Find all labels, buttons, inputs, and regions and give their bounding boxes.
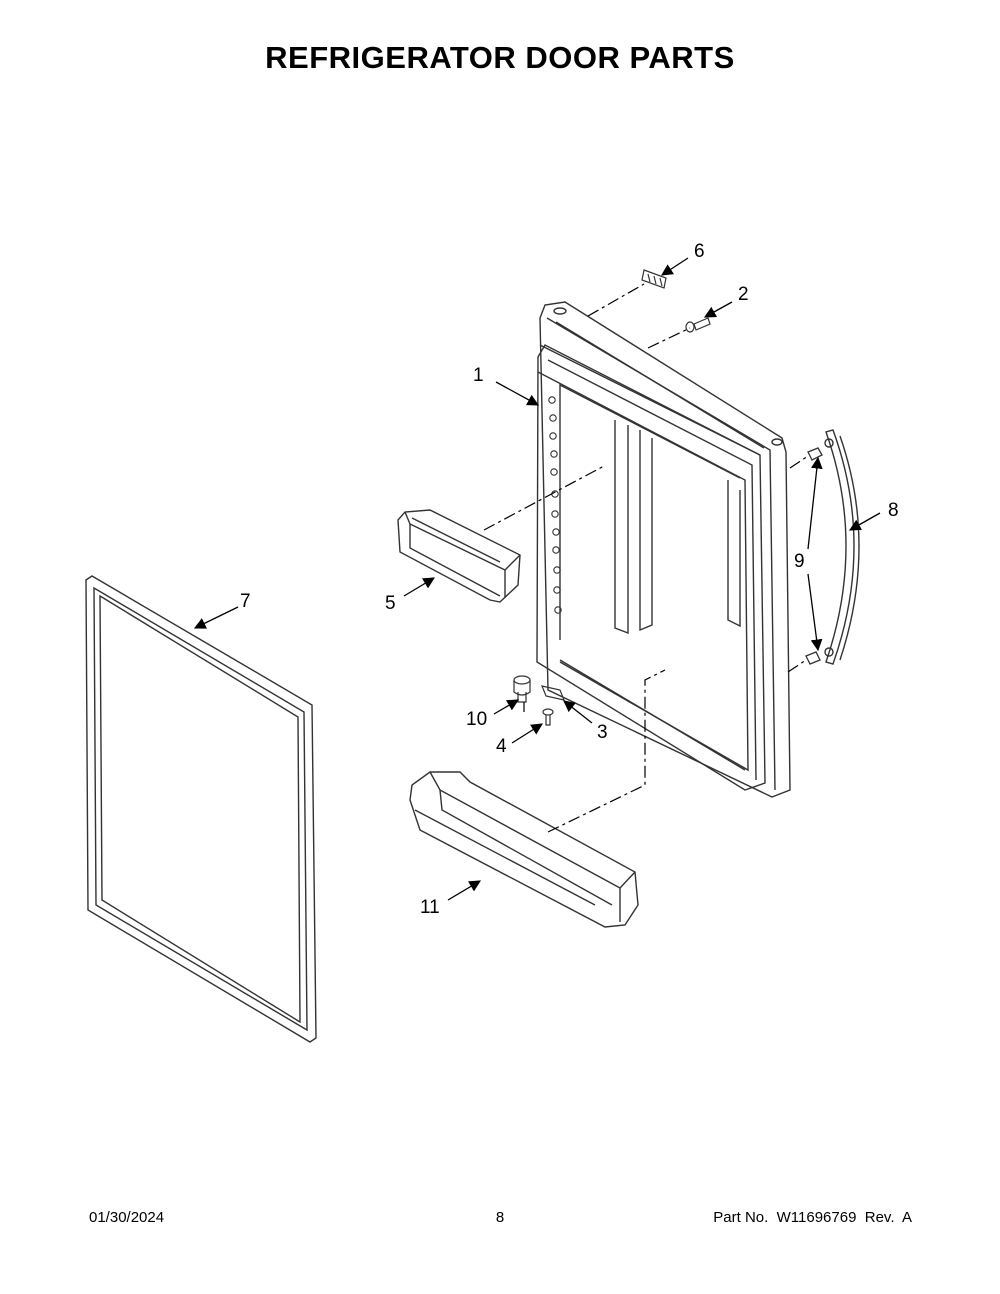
hinge-bushing-part [513, 675, 531, 703]
callout-arrows [193, 257, 881, 901]
handle-stud-parts [805, 447, 823, 665]
footer-page-number: 8 [495, 1209, 505, 1226]
door-bin-part [397, 509, 521, 603]
callout-5: 5 [385, 593, 396, 614]
hinge-screw-part [542, 708, 554, 726]
callout-7: 7 [240, 591, 251, 612]
callout-11: 11 [420, 897, 440, 918]
hinge-bracket-part [541, 685, 565, 701]
callout-4: 4 [496, 736, 507, 757]
bottom-door-bin-part [409, 771, 639, 928]
footer-part-number: Part No. W11696769 Rev. A [713, 1209, 912, 1226]
door-handle-part [824, 429, 860, 665]
callout-2: 2 [738, 284, 749, 305]
callout-9: 9 [794, 551, 805, 572]
callout-6: 6 [694, 241, 705, 262]
clip-part [641, 269, 667, 289]
callout-8: 8 [888, 500, 899, 521]
screw-part [685, 317, 711, 333]
callout-1: 1 [473, 365, 484, 386]
footer-date: 01/30/2024 [89, 1209, 165, 1226]
door-gasket-part [85, 575, 317, 1043]
page-title: REFRIGERATOR DOOR PARTS [265, 40, 735, 75]
callout-3: 3 [597, 722, 608, 743]
assembly-lines [483, 283, 809, 833]
callout-10: 10 [466, 709, 487, 730]
door-frame-part [536, 301, 791, 798]
